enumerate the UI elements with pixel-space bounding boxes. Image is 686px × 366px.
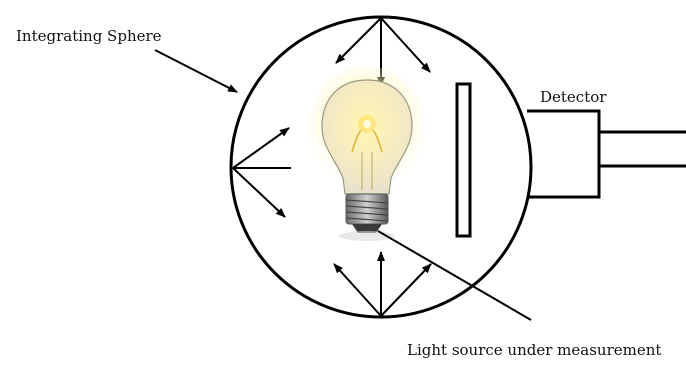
detector [527, 109, 686, 199]
light-bulb [307, 66, 427, 241]
label-detector: Detector [540, 88, 607, 106]
label-light-source: Light source under measurement [407, 341, 662, 359]
label-integrating-sphere: Integrating Sphere [16, 27, 162, 45]
light-source-leader-line [377, 230, 532, 321]
baffle [455, 82, 472, 238]
sphere-label-arrow [154, 49, 238, 93]
sphere-outline [229, 15, 533, 319]
bottom-arrows [333, 251, 432, 317]
left-arrows [232, 127, 291, 218]
